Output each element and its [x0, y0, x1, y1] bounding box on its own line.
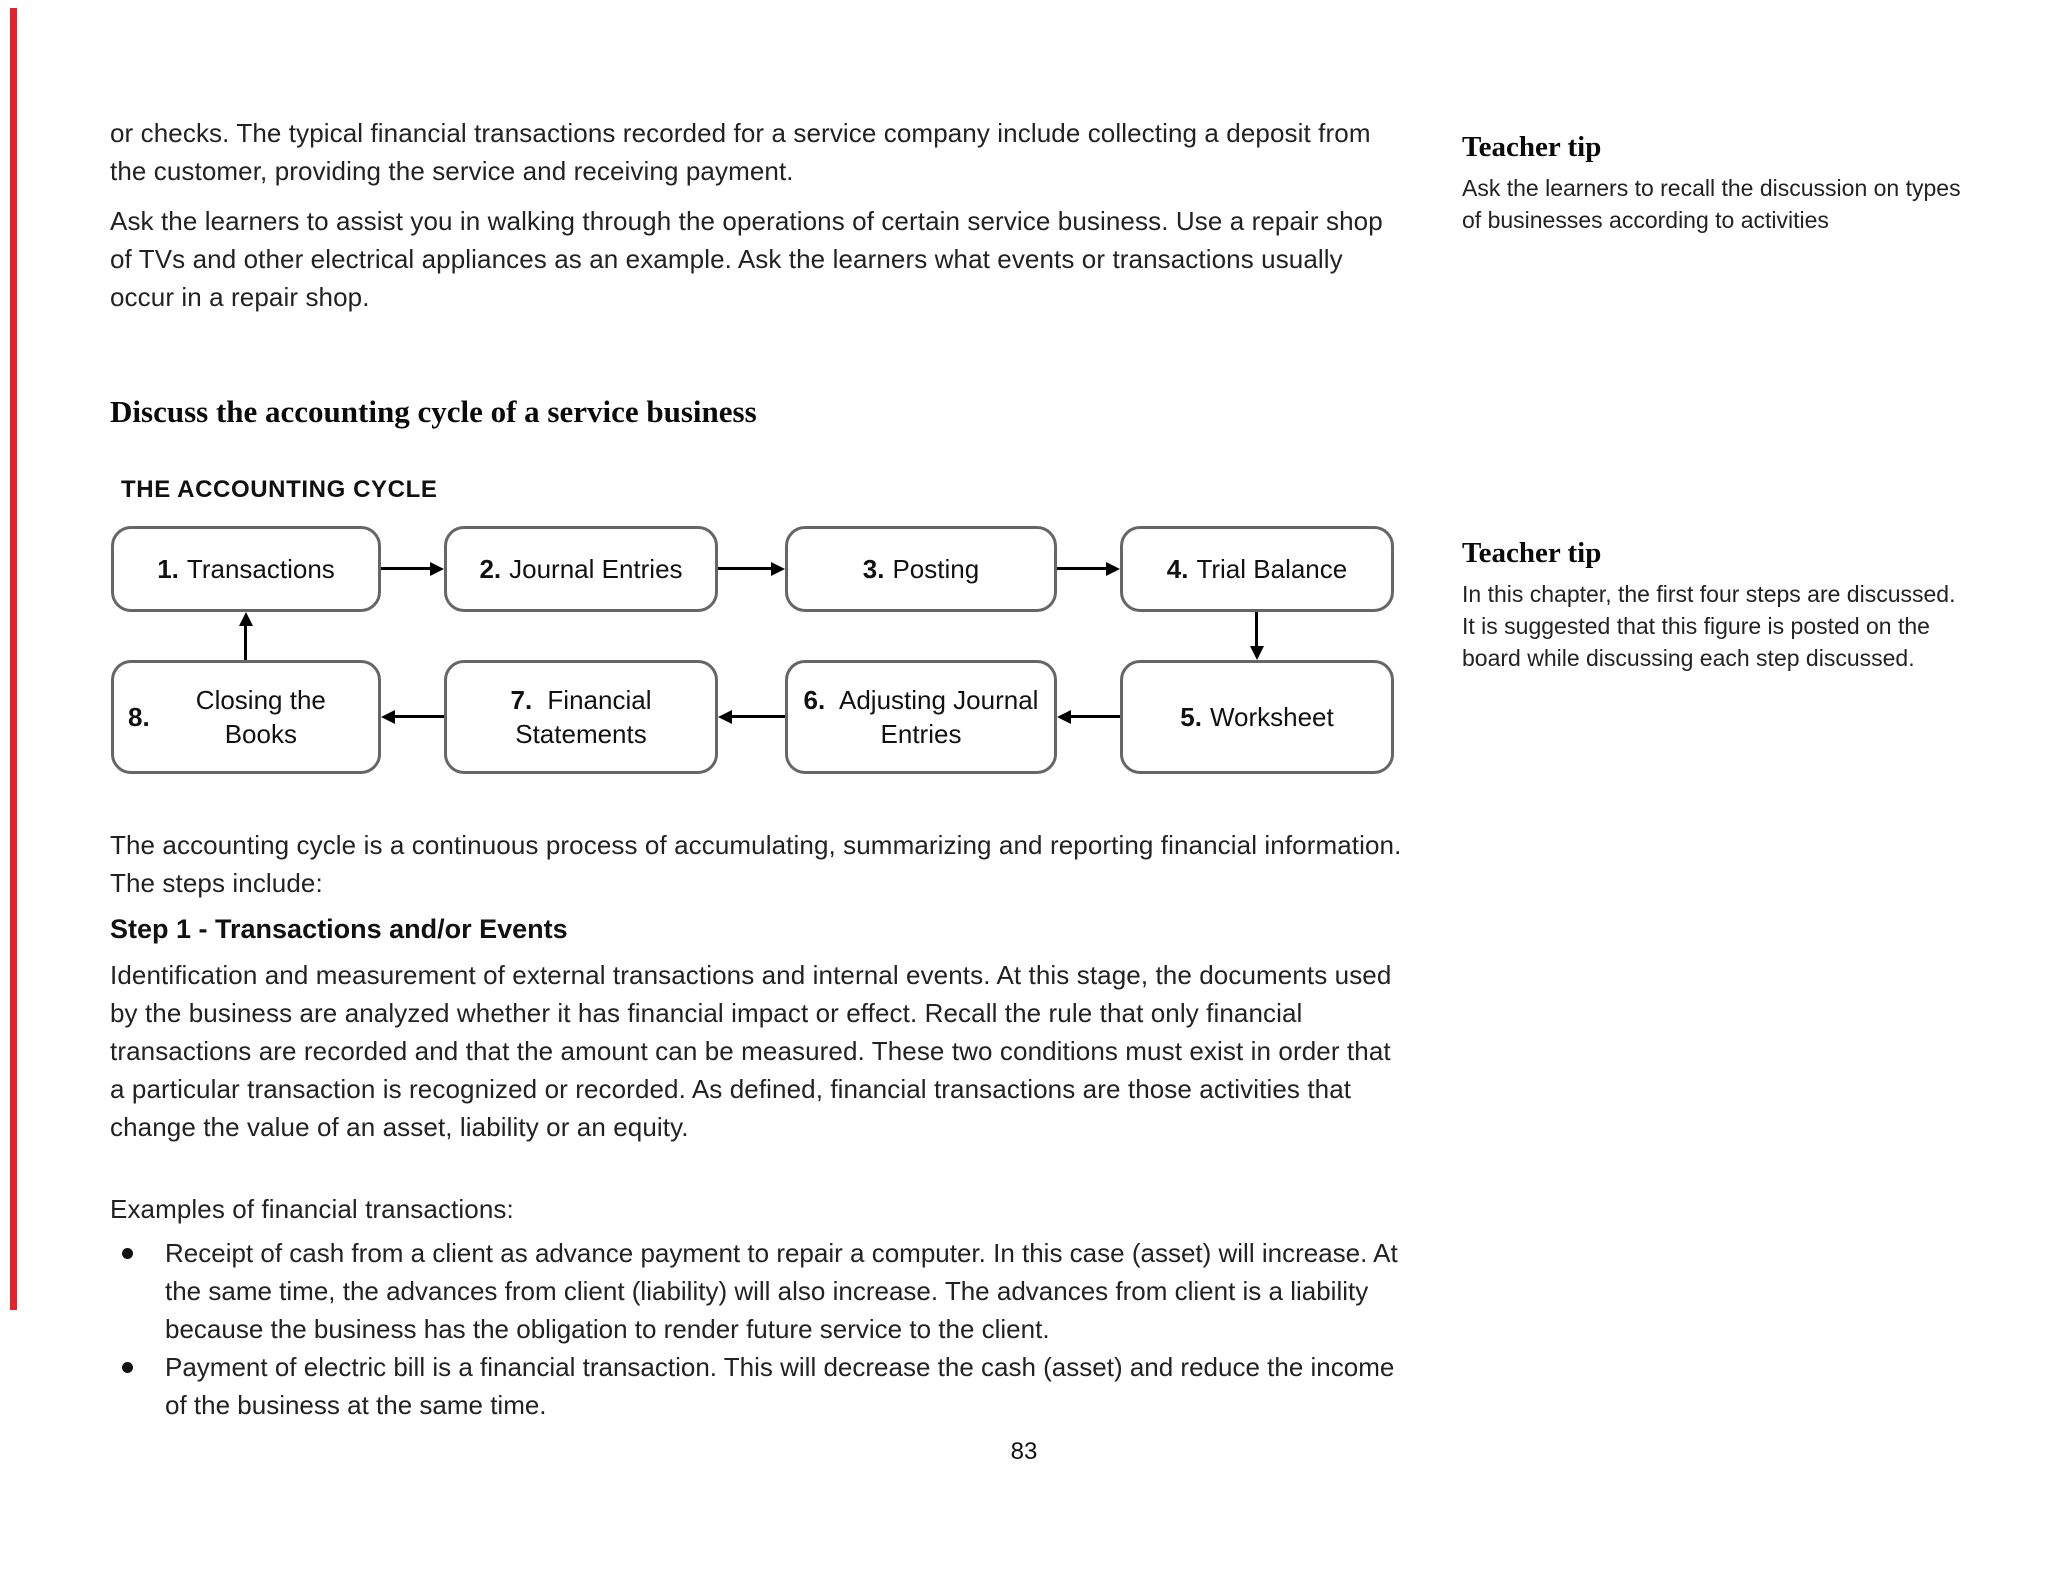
- arrow-1-to-2-icon: [381, 562, 444, 576]
- flow-box-number: 1.: [157, 554, 179, 584]
- flow-box-label: Worksheet: [1209, 702, 1334, 732]
- flow-box-number: 5.: [1180, 702, 1202, 732]
- flow-box-label: Journal Entries: [509, 554, 683, 584]
- examples-label: Examples of financial transactions:: [110, 1194, 514, 1224]
- section-heading: Discuss the accounting cycle of a servic…: [110, 394, 757, 429]
- bullet-icon: [122, 1248, 133, 1259]
- flow-box-adjusting-journal-entries: 6. Adjusting Journal Entries: [785, 660, 1057, 774]
- flow-box-label: Financial Statements: [515, 685, 652, 749]
- flow-box-worksheet: 5. Worksheet: [1120, 660, 1394, 774]
- bullet-text: Receipt of cash from a client as advance…: [165, 1238, 1398, 1344]
- page-number: 83: [1010, 1438, 1038, 1465]
- teacher-tip-heading: Teacher tip: [1462, 131, 1602, 163]
- flow-box-number: 4.: [1166, 554, 1189, 584]
- bullet-icon: [122, 1362, 133, 1373]
- flow-box-journal-entries: 2. Journal Entries: [444, 526, 718, 612]
- flow-box-label: Closing the Books: [195, 685, 326, 749]
- flow-box-label: Trial Balance: [1196, 554, 1348, 584]
- flow-box-label: Transactions: [186, 554, 335, 584]
- flow-box-label: Adjusting Journal Entries: [839, 685, 1039, 749]
- arrow-7-to-8-icon: [381, 710, 444, 724]
- arrow-5-to-6-icon: [1057, 710, 1120, 724]
- arrow-8-to-1-icon: [239, 612, 253, 660]
- arrow-3-to-4-icon: [1057, 562, 1120, 576]
- flow-box-closing-the-books: 8. Closing the Books: [111, 660, 381, 774]
- body-paragraph-3: The accounting cycle is a continuous pro…: [110, 830, 1402, 898]
- body-paragraph-1: or checks. The typical financial transac…: [110, 118, 1371, 186]
- bullet-item: Receipt of cash from a client as advance…: [110, 1234, 1402, 1348]
- arrow-4-to-5-icon: [1250, 612, 1264, 660]
- red-margin-bar: [10, 8, 17, 1310]
- body-paragraph-2: Ask the learners to assist you in walkin…: [110, 206, 1383, 312]
- flow-box-label: Posting: [892, 554, 980, 584]
- flow-box-number: 6.: [803, 685, 826, 715]
- step-1-heading: Step 1 - Transactions and/or Events: [110, 914, 568, 944]
- bullet-item: Payment of electric bill is a financial …: [110, 1348, 1402, 1424]
- flow-box-financial-statements: 7. Financial Statements: [444, 660, 718, 774]
- arrow-2-to-3-icon: [718, 562, 785, 576]
- teacher-tip-2: Teacher tip In this chapter, the first f…: [1462, 536, 1974, 674]
- teacher-tip-body: In this chapter, the first four steps ar…: [1462, 581, 1956, 671]
- diagram-title: THE ACCOUNTING CYCLE: [121, 476, 438, 503]
- bullet-list: Receipt of cash from a client as advance…: [110, 1234, 1402, 1424]
- teacher-tip-heading: Teacher tip: [1462, 537, 1602, 569]
- flow-box-number: 8.: [128, 702, 150, 732]
- arrow-6-to-7-icon: [718, 710, 785, 724]
- flow-box-number: 3.: [862, 554, 885, 584]
- teacher-tip-body: Ask the learners to recall the discussio…: [1462, 175, 1961, 233]
- bullet-text: Payment of electric bill is a financial …: [165, 1352, 1395, 1420]
- flow-box-trial-balance: 4. Trial Balance: [1120, 526, 1394, 612]
- teacher-tip-1: Teacher tip Ask the learners to recall t…: [1462, 130, 1974, 236]
- flow-box-posting: 3. Posting: [785, 526, 1057, 612]
- flow-box-number: 7.: [510, 685, 533, 715]
- body-paragraph-4: Identification and measurement of extern…: [110, 960, 1392, 1142]
- flow-box-transactions: 1. Transactions: [111, 526, 381, 612]
- flow-box-number: 2.: [479, 554, 502, 584]
